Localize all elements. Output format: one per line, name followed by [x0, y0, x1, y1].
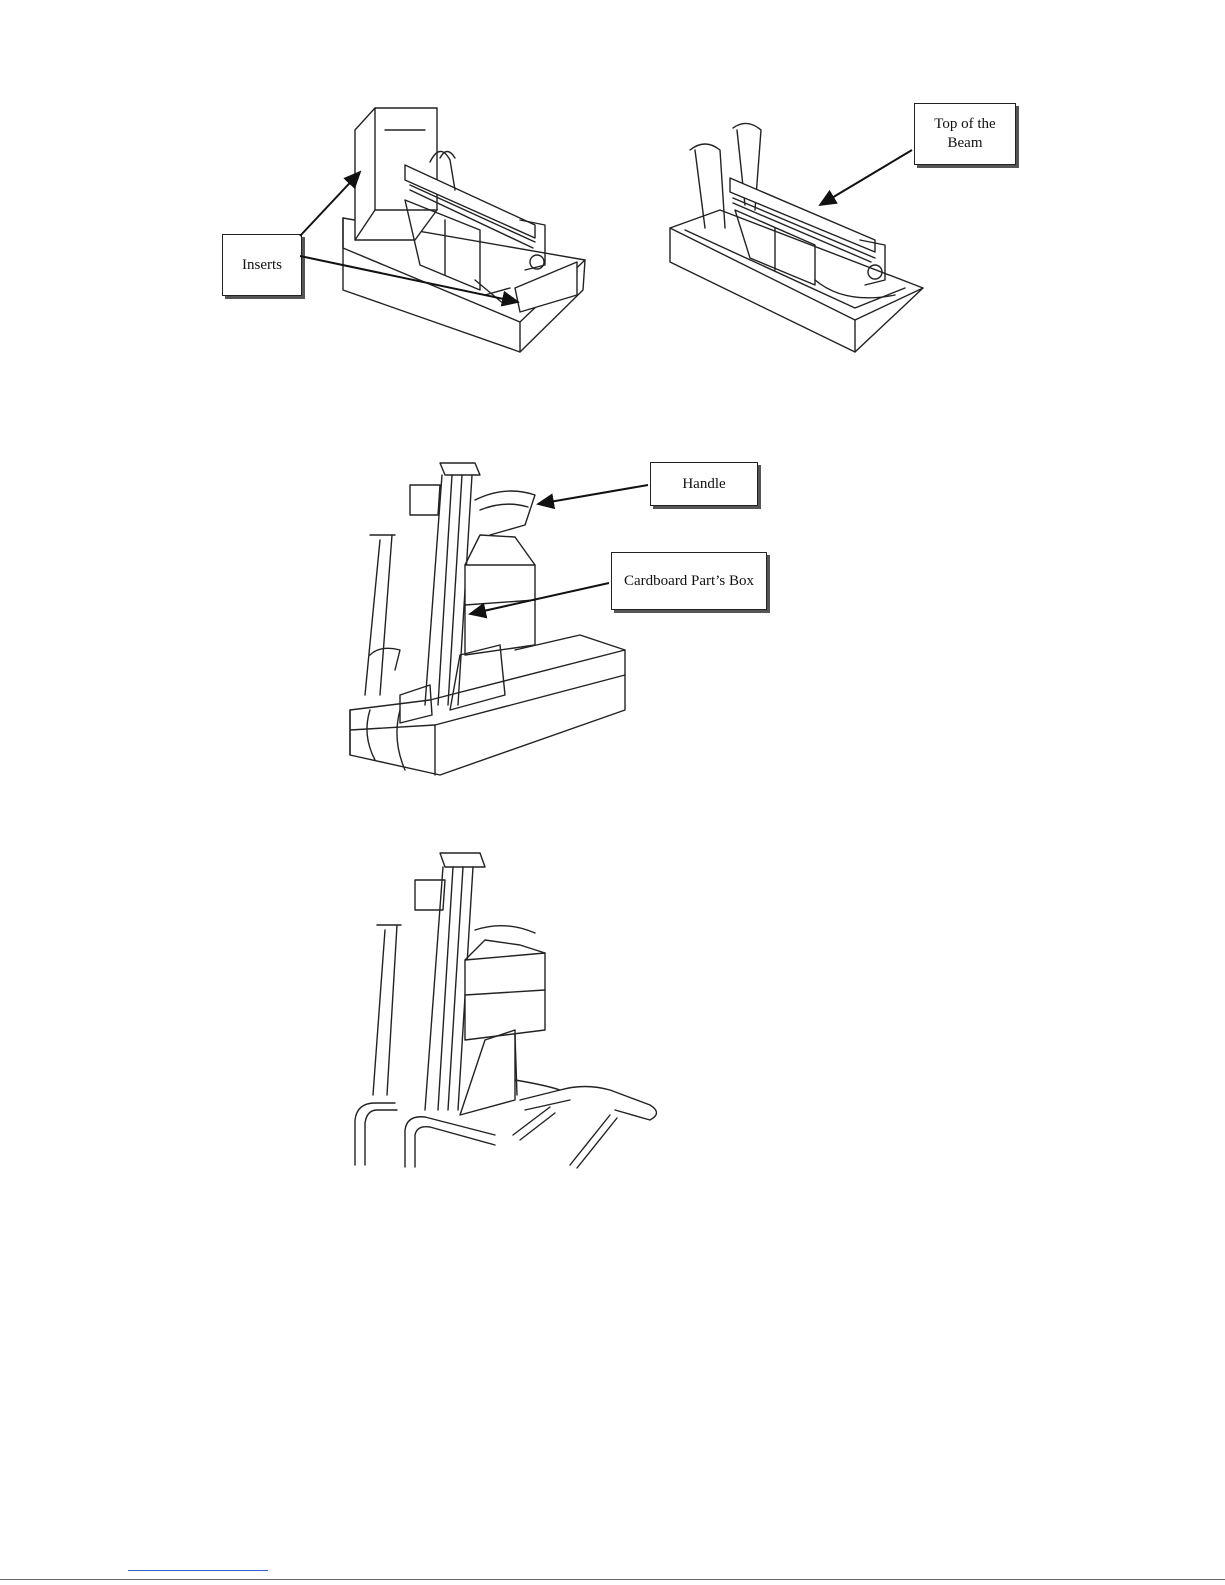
callout-handle: Handle — [650, 462, 758, 506]
footer-rule — [0, 1579, 1225, 1580]
figure-packed-with-inserts — [215, 90, 595, 360]
footer-link[interactable] — [128, 1570, 268, 1571]
callout-inserts: Inserts — [222, 234, 302, 296]
figure-unpacked-base — [345, 845, 665, 1175]
figure-inserts-removed — [665, 110, 935, 360]
callout-top-of-beam: Top of the Beam — [914, 103, 1016, 165]
figure-tilted-up — [340, 455, 630, 785]
callout-parts-box: Cardboard Part’s Box — [611, 552, 767, 610]
